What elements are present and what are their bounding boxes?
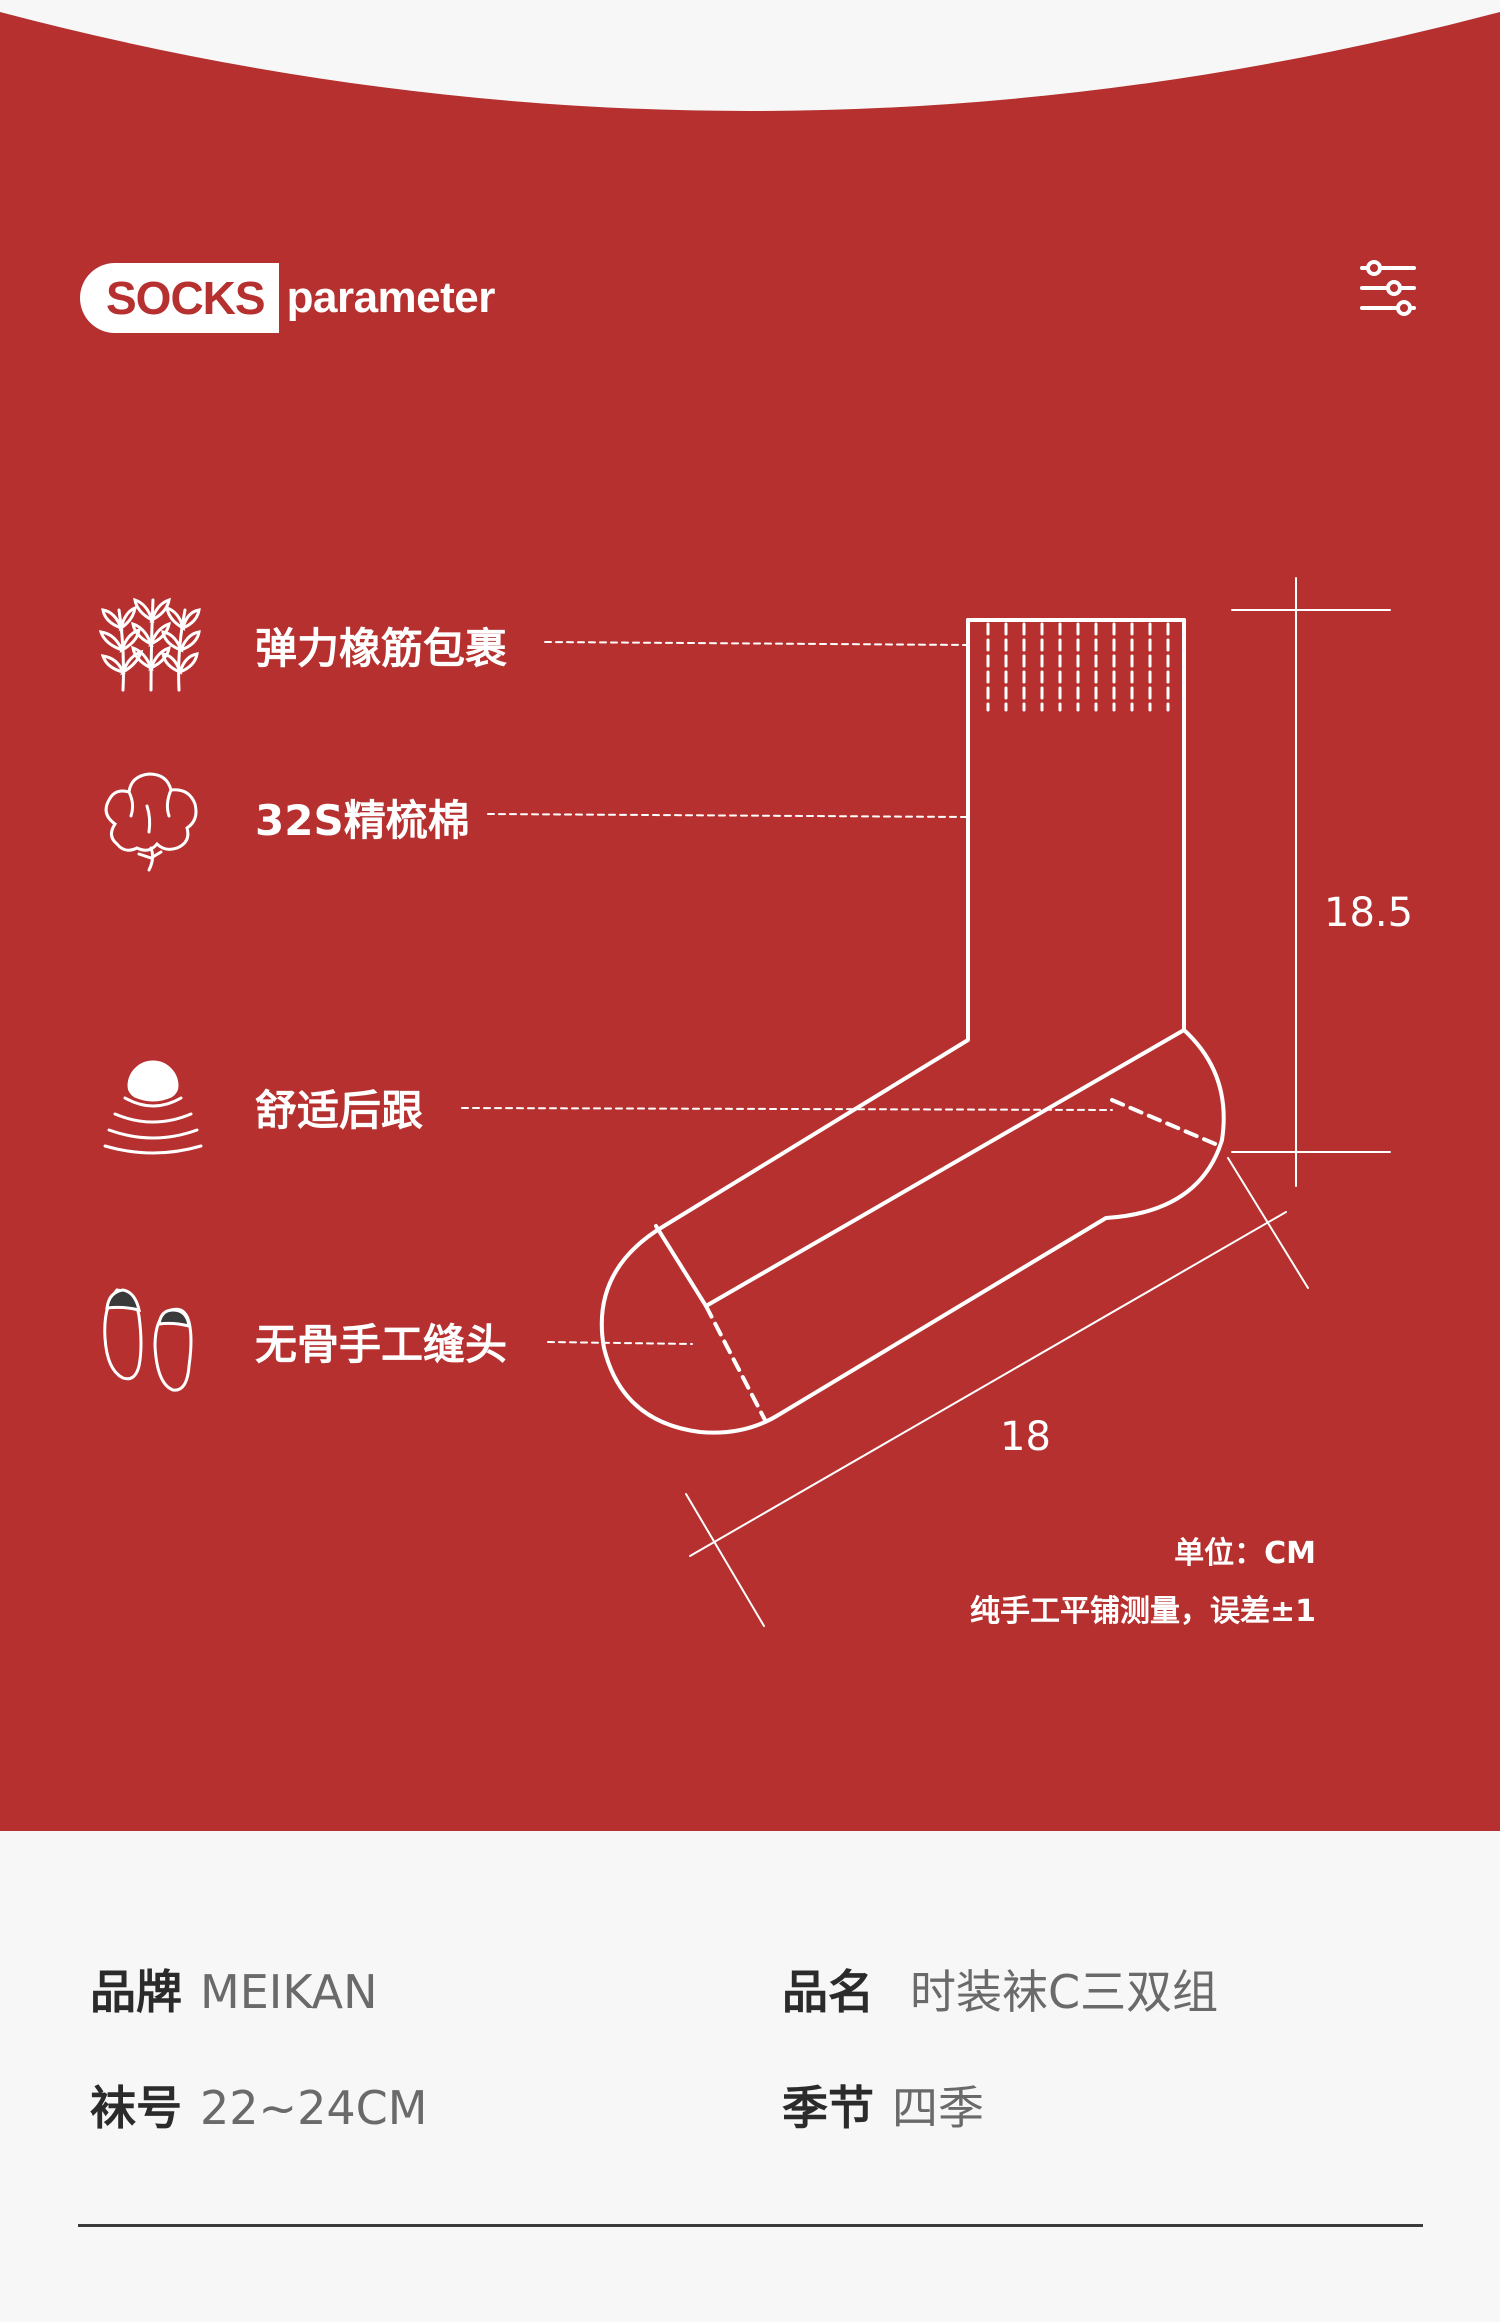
feature-heel: 舒适后跟 xyxy=(95,1052,423,1162)
spec-name-value: 时装袜C三双组 xyxy=(910,1965,1219,2019)
feature-cotton-label: 32S精梳棉 xyxy=(255,795,470,845)
feature-elastic: 弹力橡筋包裹 xyxy=(95,590,507,700)
length-dimension xyxy=(685,1157,1309,1627)
spec-name: 品名 时装袜C三双组 xyxy=(782,1956,1218,2022)
socks-tag: SOCKS xyxy=(80,263,279,333)
spec-size-key: 袜号 xyxy=(90,2081,182,2135)
toe-seam-icon xyxy=(103,1288,193,1392)
bottom-divider xyxy=(78,2224,1423,2227)
feature-toe-label: 无骨手工缝头 xyxy=(255,1319,508,1369)
sole-line xyxy=(704,1028,1186,1308)
sock-diagram xyxy=(461,577,1391,1627)
feature-heel-label: 舒适后跟 xyxy=(255,1085,424,1135)
height-dimension xyxy=(1231,577,1391,1187)
sock-outline xyxy=(599,618,1226,1435)
spec-season: 季节 四季 xyxy=(782,2072,984,2138)
feature-cotton: 32S精梳棉 xyxy=(95,762,470,872)
length-value: 18 xyxy=(1000,1414,1051,1460)
section-title: SOCKS parameter xyxy=(80,262,495,334)
spec-name-key: 品名 xyxy=(782,1965,874,2019)
height-value: 18.5 xyxy=(1324,890,1414,936)
feature-elastic-label: 弹力橡筋包裹 xyxy=(255,623,508,673)
spec-season-key: 季节 xyxy=(782,2081,874,2135)
wheat-icon xyxy=(98,597,201,692)
sliders-icon xyxy=(1360,260,1416,316)
feature-toe: 无骨手工缝头 xyxy=(95,1286,507,1396)
top-arc-divider xyxy=(0,0,1500,111)
unit-note: 单位：CM xyxy=(1174,1536,1316,1571)
spec-season-value: 四季 xyxy=(892,2081,984,2135)
spec-size-value: 22~24CM xyxy=(200,2081,428,2135)
spec-brand: 品牌 MEIKAN xyxy=(90,1956,378,2022)
tolerance-note: 纯手工平铺测量，误差±1 xyxy=(969,1594,1316,1629)
heel-cushion-icon xyxy=(103,1060,203,1155)
heel-dashed xyxy=(1110,1098,1222,1148)
spec-brand-key: 品牌 xyxy=(90,1965,182,2019)
toe-seam-dashed xyxy=(704,1304,767,1422)
spec-brand-value: MEIKAN xyxy=(200,1965,378,2019)
cotton-icon xyxy=(104,772,198,872)
toe-seam-line xyxy=(654,1224,708,1308)
parameter-word: parameter xyxy=(286,273,496,322)
cuff-ribbing xyxy=(986,622,1170,712)
spec-size: 袜号 22~24CM xyxy=(90,2072,427,2138)
leader-lines xyxy=(461,641,1113,1345)
